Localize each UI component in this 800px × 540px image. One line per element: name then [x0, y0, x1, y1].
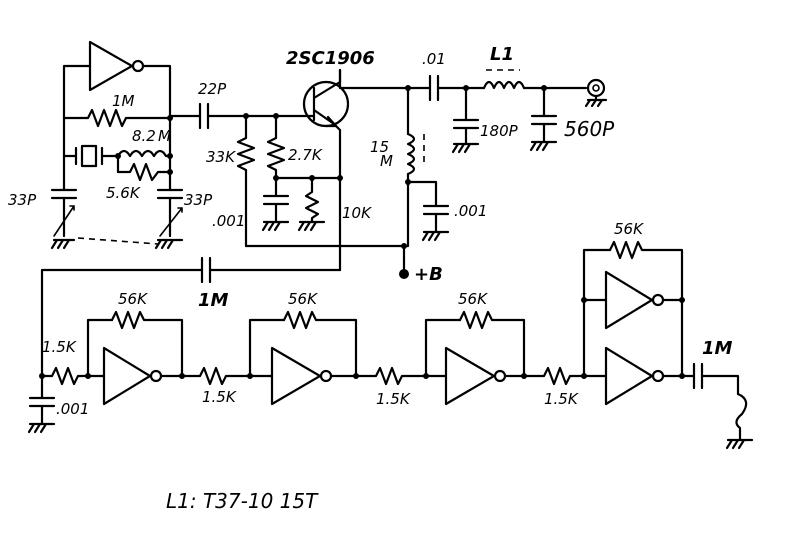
- label-coil-15-unit: M: [380, 152, 393, 170]
- coil-82: [116, 149, 172, 158]
- label-15k-2: 1.5K: [202, 388, 237, 406]
- resistor-15k-3: [354, 366, 436, 386]
- output-transducer: [735, 392, 748, 442]
- label-56k-2: 56K: [288, 290, 318, 308]
- label-15k-3: 1.5K: [376, 390, 411, 408]
- coupling-section: 1M: [40, 256, 342, 378]
- label-15k-4: 1.5K: [544, 390, 579, 408]
- oscillator-section: 1M 8.2 M 5.6K 33P 33P: [8, 40, 213, 250]
- resistor-15k-4: [522, 366, 602, 386]
- supply-terminal: [399, 269, 409, 279]
- capacitor-1m-coupling: [200, 256, 212, 284]
- label-transistor: 2SC1906: [286, 48, 375, 69]
- inverter-1: [102, 346, 152, 406]
- transistor-stage: 22P 2SC1906 33K 2.7K .001 10K: [168, 48, 432, 272]
- capacitor-01: [428, 74, 440, 102]
- resistor-27k: [266, 114, 286, 198]
- output-network: .01 L1 180P 560P 15 M .001: [370, 44, 615, 285]
- capacitor-1m-out: [692, 362, 704, 390]
- label-1m-osc: 1M: [112, 92, 135, 110]
- capacitor-560p: [530, 114, 558, 144]
- label-56k-1: 56K: [118, 290, 148, 308]
- label-82: 8.2: [132, 127, 156, 145]
- resistor-56k-osc: [116, 162, 172, 182]
- label-33p-left: 33P: [8, 191, 37, 209]
- resistor-1m-osc: [62, 108, 172, 128]
- resistor-15k-2: [180, 366, 262, 386]
- capacitor-22p: [198, 102, 210, 130]
- osc-inverter: [88, 40, 134, 92]
- resistor-33k: [236, 114, 256, 248]
- output-terminal: [586, 78, 606, 98]
- inverter-chain: .001 1.5K 56K 1.5K 56K 1.5K: [27, 220, 754, 450]
- winding-note: L1: T37-10 15T: [166, 489, 319, 513]
- capacitor-001-emitter: [262, 194, 290, 224]
- inverter-3: [444, 346, 496, 406]
- capacitor-33p-left: [50, 188, 78, 238]
- label-33p-right: 33P: [184, 191, 213, 209]
- resistor-56k-3: [458, 310, 526, 378]
- capacitor-001-supply: [422, 204, 450, 234]
- label-22p: 22P: [198, 80, 227, 98]
- resistor-56k-2: [282, 310, 358, 378]
- inductor-l1: [482, 80, 526, 90]
- label-1m-coupling: 1M: [198, 290, 229, 311]
- label-coil-m: M: [158, 127, 171, 145]
- capacitor-001-in: [28, 396, 56, 426]
- inverter-4b: [604, 346, 654, 406]
- resistor-15k-in: [40, 366, 94, 386]
- label-10k: 10K: [342, 204, 372, 222]
- label-1m-out: 1M: [702, 338, 733, 359]
- coil-15: [406, 132, 416, 176]
- capacitor-180p: [452, 118, 480, 146]
- label-56k-3: 56K: [458, 290, 488, 308]
- resistor-emitter: [304, 176, 320, 224]
- resistor-56k-1: [110, 310, 184, 378]
- label-l1: L1: [490, 44, 514, 65]
- capacitor-33p-right: [156, 188, 184, 238]
- inverter-4a: [604, 270, 654, 330]
- label-coil-15: 15: [370, 138, 389, 156]
- label-56k-osc: 5.6K: [106, 184, 141, 202]
- label-15k-in: 1.5K: [42, 338, 77, 356]
- label-180p: 180P: [480, 122, 519, 140]
- inverter-2: [270, 346, 322, 406]
- crystal: [74, 144, 104, 168]
- label-56k-4: 56K: [614, 220, 644, 238]
- label-33k: 33K: [206, 148, 236, 166]
- label-27k: 2.7K: [288, 146, 323, 164]
- resistor-56k-4: [608, 240, 684, 378]
- label-001-supply: .001: [454, 202, 487, 220]
- label-01: .01: [422, 50, 446, 68]
- osc-inverter-bubble: [131, 59, 145, 73]
- gang-link: [77, 237, 159, 245]
- label-560p: 560P: [564, 117, 615, 141]
- label-001-in: .001: [56, 400, 89, 418]
- label-supply: +B: [414, 264, 443, 285]
- label-001-emitter: .001: [212, 212, 245, 230]
